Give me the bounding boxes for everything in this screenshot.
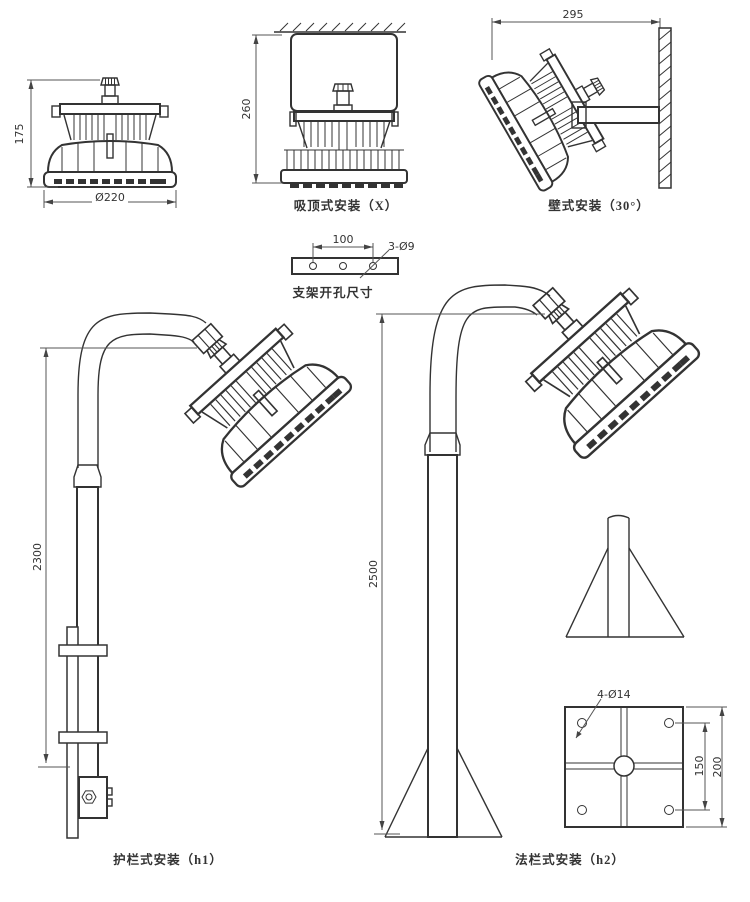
wall-arm [577, 106, 660, 124]
wall-mount-view: 295 壁式安装（30°） [476, 8, 672, 213]
dim-wall-width: 295 [563, 8, 584, 21]
ceiling-mount-view: 260 吸顶式安装（X） [240, 22, 408, 213]
ceiling-caption: 吸顶式安装（X） [294, 198, 399, 213]
lamp-front [43, 77, 177, 188]
dim-baseplate-holes: 150 [693, 756, 706, 777]
flange-mount-view: 2500 法栏式安装（h2） [367, 255, 703, 867]
base-plate-view: 4-Ø14 150 200 [564, 688, 727, 828]
wall-hatch [658, 29, 672, 185]
baseplate-holes-label: 4-Ø14 [597, 688, 631, 701]
wall-caption: 壁式安装（30°） [548, 198, 650, 213]
clamp-lower [58, 731, 108, 744]
bracket-holes-label: 3-Ø9 [388, 240, 415, 253]
ceiling-fins-upper [303, 121, 385, 150]
bracket-hole-view: 100 3-Ø9 支架开孔尺寸 [291, 233, 415, 300]
ceiling-led-band [290, 184, 403, 188]
ceiling-fins-lower [286, 150, 400, 170]
dim-guardrail-height: 2300 [31, 543, 44, 571]
clamp-bracket [78, 776, 108, 819]
dim-baseplate-size: 200 [711, 757, 724, 778]
dim-front-height: 175 [13, 124, 26, 145]
bracket-caption: 支架开孔尺寸 [291, 285, 373, 300]
clamp-upper [58, 644, 108, 657]
dim-front-diameter: Ø220 [95, 191, 125, 204]
lamp-flange [494, 255, 703, 462]
front-view: 175 Ø220 [13, 77, 177, 208]
dim-ceiling-height: 260 [240, 99, 253, 120]
base-side-view [565, 514, 685, 638]
guardrail-mount-view: 2300 护栏式安装（h1） [31, 293, 355, 867]
dim-bracket-spacing: 100 [333, 233, 354, 246]
ceiling-hatch [279, 22, 406, 32]
flange-caption: 法栏式安装（h2） [515, 852, 625, 867]
lamp-guardrail [155, 293, 355, 491]
guardrail-caption: 护栏式安装（h1） [113, 852, 223, 867]
dim-flange-height: 2500 [367, 560, 380, 588]
guardrail-coupling [190, 322, 224, 355]
